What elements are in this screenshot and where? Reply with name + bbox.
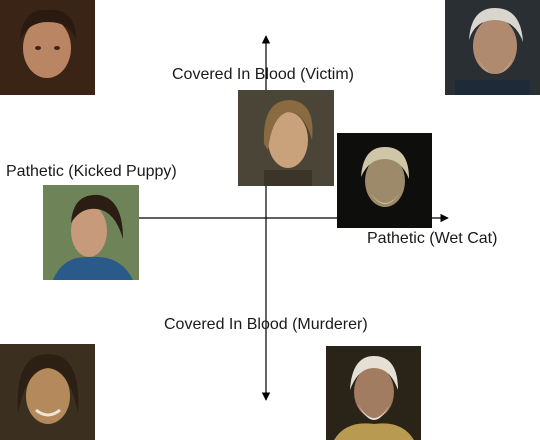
photo-left: [43, 185, 139, 280]
label-right: Pathetic (Wet Cat): [367, 230, 498, 247]
photo-bottom-left: [0, 344, 95, 440]
photo-top-right: [445, 0, 540, 95]
label-top: Covered In Blood (Victim): [172, 66, 354, 83]
photo-top-left: [0, 0, 95, 95]
photo-center-right: [337, 133, 432, 228]
label-left: Pathetic (Kicked Puppy): [6, 163, 177, 180]
label-bottom: Covered In Blood (Murderer): [164, 316, 368, 333]
photo-bottom-right: [326, 346, 421, 440]
photo-center-top: [238, 90, 334, 186]
